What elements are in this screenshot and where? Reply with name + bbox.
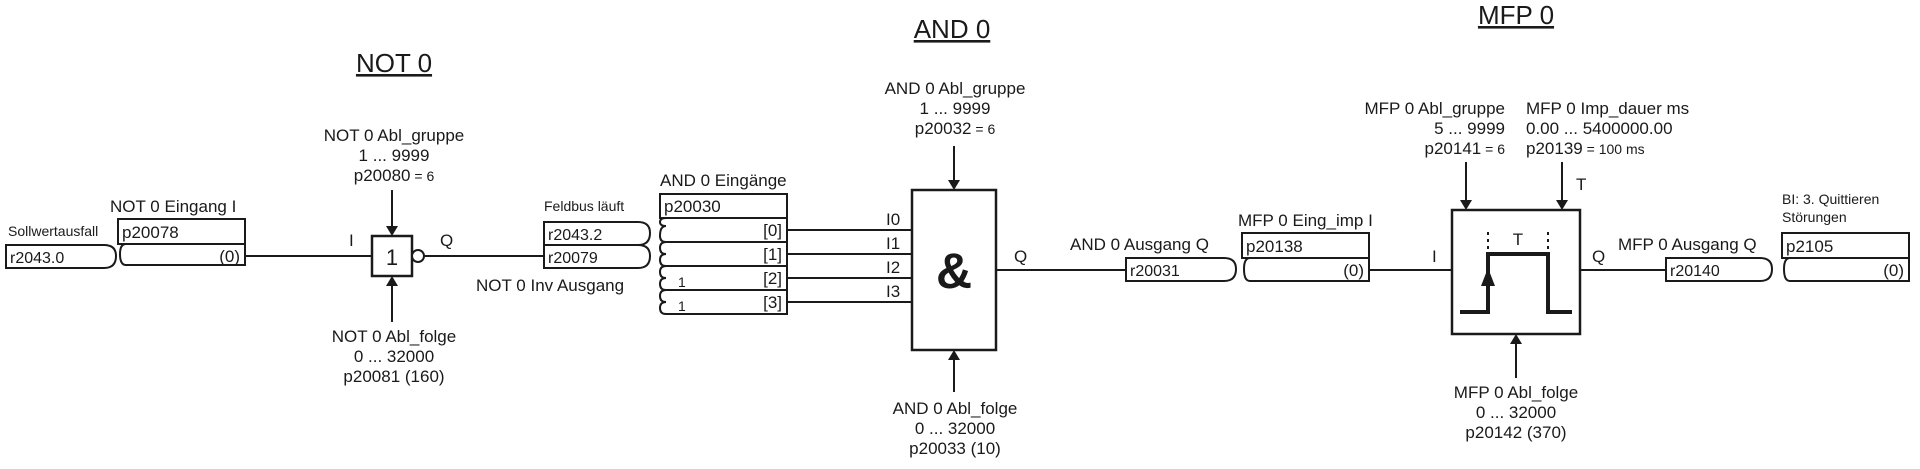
not-param-sequence-range: 0 ... 32000 bbox=[354, 347, 434, 366]
mfp-gate[interactable] bbox=[1450, 208, 1582, 336]
not-param-bottom-arrowhead bbox=[386, 276, 398, 286]
not-input-value-connector[interactable] bbox=[118, 243, 246, 266]
and-inputs-param: p20030 bbox=[664, 197, 721, 216]
and-param-top-arrowhead bbox=[948, 180, 960, 190]
and-input-slot-2[interactable] bbox=[658, 265, 788, 291]
mfp-output-connector-label: MFP 0 Ausgang Q bbox=[1618, 235, 1757, 254]
and-input-label-i1: I1 bbox=[886, 234, 900, 253]
and-input-index-1: [1] bbox=[763, 245, 782, 264]
not-param-group-name: NOT 0 Abl_gruppe bbox=[324, 126, 465, 145]
mfp-output-label: Q bbox=[1592, 247, 1605, 266]
and-input-slot-0[interactable] bbox=[658, 217, 788, 243]
and-input-index-0: [0] bbox=[763, 221, 782, 240]
mfp-param-duration-name: MFP 0 Imp_dauer ms bbox=[1526, 99, 1689, 118]
not-block: NOT 0 NOT 0 Abl_gruppe 1 ... 9999 p20080… bbox=[5, 48, 544, 386]
not-inv-output-label: NOT 0 Inv Ausgang bbox=[476, 276, 624, 295]
not-input-label: I bbox=[349, 231, 354, 250]
mfp-param-duration-arrowhead bbox=[1556, 200, 1568, 210]
and-input-slot-3[interactable] bbox=[658, 289, 788, 315]
mfp-block-title: MFP 0 bbox=[1478, 0, 1554, 30]
and-const-input-3: 1 bbox=[678, 298, 686, 314]
mfp-input-label: I bbox=[1432, 247, 1437, 266]
and-output-connector-value: r20031 bbox=[1130, 263, 1180, 280]
and-param-bottom-arrowhead bbox=[948, 350, 960, 360]
and-param-group-range: 1 ... 9999 bbox=[920, 99, 991, 118]
mfp-input-param: p20138 bbox=[1246, 237, 1303, 256]
mfp-output-connector-value: r20140 bbox=[1670, 263, 1720, 280]
not-param-top-arrowhead bbox=[386, 226, 398, 236]
not-param-group-value: p20080 = 6 bbox=[354, 166, 435, 185]
not-input-param: p20078 bbox=[122, 223, 179, 242]
and-block: AND 0 AND 0 Abl_gruppe 1 ... 9999 p20032… bbox=[476, 14, 1238, 458]
mfp-param-sequence-name: MFP 0 Abl_folge bbox=[1454, 383, 1578, 402]
mfp-input-value: (0) bbox=[1343, 261, 1364, 280]
mfp-t-label: T bbox=[1576, 175, 1586, 194]
and-input-label-i0: I0 bbox=[886, 210, 900, 229]
and-param-sequence-range: 0 ... 32000 bbox=[915, 419, 995, 438]
target-label-line2: Störungen bbox=[1782, 209, 1847, 225]
mfp-input-connector-label: MFP 0 Eing_imp I bbox=[1238, 211, 1373, 230]
mfp-input-value-connector[interactable] bbox=[1242, 257, 1370, 282]
not-inv-output-connector[interactable] bbox=[543, 244, 652, 269]
and-const-input-2: 1 bbox=[678, 274, 686, 290]
target-param-box[interactable] bbox=[1781, 232, 1910, 259]
target-value: (0) bbox=[1883, 261, 1904, 280]
source-connector-value: r2043.0 bbox=[10, 250, 64, 267]
feldbus-value: r2043.2 bbox=[548, 227, 602, 244]
and-output-connector[interactable] bbox=[1125, 257, 1238, 282]
and-param-group-name: AND 0 Abl_gruppe bbox=[885, 79, 1026, 98]
and-input-slot-1[interactable] bbox=[658, 241, 788, 267]
mfp-param-group-range: 5 ... 9999 bbox=[1434, 119, 1505, 138]
not-param-sequence-value: p20081 (160) bbox=[343, 367, 444, 386]
and-input-index-2: [2] bbox=[763, 269, 782, 288]
and-inputs-param-box[interactable] bbox=[659, 193, 788, 219]
and-gate-symbol: & bbox=[936, 243, 972, 299]
mfp-input-param-box[interactable] bbox=[1241, 232, 1370, 259]
not-output-label: Q bbox=[440, 231, 453, 250]
not-input-connector-label: NOT 0 Eingang I bbox=[110, 197, 236, 216]
source-connector-label: Sollwertausfall bbox=[8, 223, 98, 239]
mfp-output-connector[interactable] bbox=[1665, 257, 1774, 282]
mfp-pulse-shape bbox=[1460, 252, 1572, 314]
and-param-group-value: p20032 = 6 bbox=[915, 119, 996, 138]
mfp-param-group-value: p20141 = 6 bbox=[1425, 139, 1506, 158]
mfp-param-duration-range: 0.00 ... 5400000.00 bbox=[1526, 119, 1673, 138]
not-input-value: (0) bbox=[219, 247, 240, 266]
feldbus-label: Feldbus läuft bbox=[544, 198, 624, 214]
and-param-sequence-name: AND 0 Abl_folge bbox=[893, 399, 1018, 418]
and-block-title: AND 0 bbox=[914, 14, 991, 44]
and-inputs-label: AND 0 Eingänge bbox=[660, 171, 787, 190]
mfp-param-group-arrowhead bbox=[1460, 200, 1472, 210]
and-input-label-i3: I3 bbox=[886, 282, 900, 301]
and-inputs-indices: [0] [1] [2] 1 [3] 1 bbox=[658, 217, 788, 315]
mfp-param-sequence-range: 0 ... 32000 bbox=[1476, 403, 1556, 422]
and-param-sequence-value: p20033 (10) bbox=[909, 439, 1001, 458]
not-gate-symbol: 1 bbox=[386, 245, 398, 270]
target-param: p2105 bbox=[1786, 237, 1833, 256]
mfp-param-duration-value: p20139 = 100 ms bbox=[1526, 139, 1645, 158]
target-label-line1: BI: 3. Quittieren bbox=[1782, 191, 1879, 207]
not-inv-output-value: r20079 bbox=[548, 250, 598, 267]
source-connector[interactable] bbox=[5, 244, 118, 269]
not-block-title: NOT 0 bbox=[356, 48, 432, 78]
not-param-sequence-name: NOT 0 Abl_folge bbox=[332, 327, 456, 346]
and-input-label-i2: I2 bbox=[886, 258, 900, 277]
mfp-param-bottom-arrowhead bbox=[1510, 334, 1522, 344]
and-input-index-3: [3] bbox=[763, 293, 782, 312]
and-output-connector-label: AND 0 Ausgang Q bbox=[1070, 235, 1209, 254]
not-param-group-range: 1 ... 9999 bbox=[359, 146, 430, 165]
not-inversion-bubble bbox=[411, 249, 425, 263]
target-value-connector[interactable] bbox=[1782, 257, 1910, 282]
and-output-label: Q bbox=[1014, 247, 1027, 266]
mfp-block: MFP 0 MFP 0 Abl_gruppe 5 ... 9999 p20141… bbox=[1238, 0, 1910, 442]
mfp-inner-t-label: T bbox=[1513, 230, 1523, 249]
mfp-param-group-name: MFP 0 Abl_gruppe bbox=[1365, 99, 1506, 118]
mfp-param-sequence-value: p20142 (370) bbox=[1465, 423, 1566, 442]
mfp-pulse-arrowhead bbox=[1481, 268, 1495, 286]
